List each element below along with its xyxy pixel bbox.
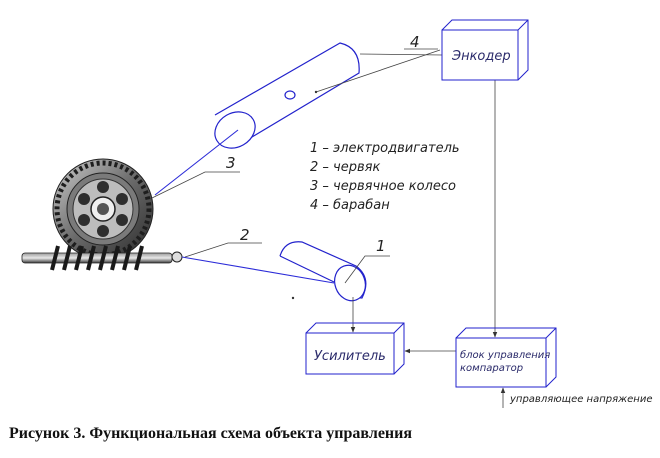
control-voltage-label: управляющее напряжение (509, 394, 652, 405)
callout-drum: 4 (410, 33, 420, 51)
legend-item: 2 – червяк (310, 160, 380, 175)
amplifier-block: Усилитель (305, 322, 405, 375)
legend: 1 – электродвигатель 2 – червяк 3 – черв… (310, 141, 460, 213)
wires (154, 129, 335, 284)
control-label-line2: компаратор (460, 363, 523, 374)
callout-worm: 2 (240, 226, 250, 244)
encoder-label: Энкодер (451, 49, 511, 64)
motor-cylinder (279, 241, 367, 302)
worm-wheel (52, 158, 154, 260)
worm-shaft (21, 245, 183, 271)
legend-item: 1 – электродвигатель (310, 141, 460, 156)
figure-caption: Рисунок 3. Функциональная схема объекта … (9, 425, 413, 442)
signal-lines (315, 49, 506, 408)
callout-motor: 1 (376, 237, 386, 255)
worm-gear-illustration (21, 158, 183, 271)
encoder-block: Энкодер (441, 19, 529, 81)
callout-leaders (151, 48, 438, 284)
amplifier-label: Усилитель (314, 349, 386, 364)
legend-item: 3 – червячное колесо (310, 179, 456, 194)
control-label-line1: блок управления (460, 349, 550, 361)
legend-item: 4 – барабан (310, 198, 390, 213)
control-comparator-block: блок управления компаратор (455, 327, 557, 388)
callout-wheel: 3 (226, 154, 236, 172)
drum-cylinder (214, 42, 360, 149)
